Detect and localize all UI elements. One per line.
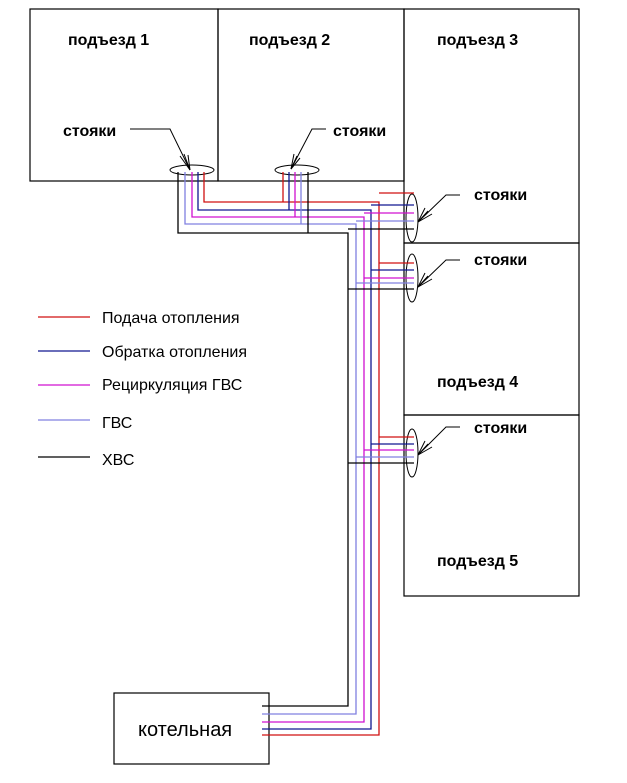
riser-bundle-2 xyxy=(274,164,320,176)
riser-leader-5 xyxy=(417,426,460,456)
riser-label-3: стояки xyxy=(474,187,527,204)
legend: Подача отопления Обратка отопления Рецир… xyxy=(38,310,247,469)
riser-label-4: стояки xyxy=(474,252,527,269)
building-2-label: подъезд 2 xyxy=(249,32,330,49)
pipe-main-dhw xyxy=(184,172,357,715)
riser-label-2: стояки xyxy=(333,123,386,140)
building-4-label: подъезд 4 xyxy=(437,374,518,391)
legend-label-supply-heating: Подача отопления xyxy=(102,310,240,327)
legend-label-return-heating: Обратка отопления xyxy=(102,344,247,361)
pipe-main-dhw-recirc xyxy=(191,172,365,723)
riser-leader-4 xyxy=(417,259,460,288)
pipe-main-supply-heating xyxy=(203,172,380,736)
building-5-label: подъезд 5 xyxy=(437,553,518,570)
riser-label-1: стояки xyxy=(63,123,116,140)
building-1-label: подъезд 1 xyxy=(68,32,149,49)
building-5-outline xyxy=(403,414,580,597)
riser-leader-2 xyxy=(290,128,326,170)
building-3-label: подъезд 3 xyxy=(437,32,518,49)
pipe-main-cold-water xyxy=(177,172,349,707)
legend-label-cold-water: ХВС xyxy=(102,452,134,469)
legend-label-dhw-recirc: Рециркуляция ГВС xyxy=(102,377,242,394)
riser-leader-3 xyxy=(417,194,460,223)
riser-bundle-3 xyxy=(405,193,419,243)
legend-label-dhw: ГВС xyxy=(102,415,132,432)
pipe-network xyxy=(177,172,414,736)
riser-leader-1 xyxy=(130,128,191,171)
pipe-main-return-heating xyxy=(197,172,372,730)
boiler-label: котельная xyxy=(138,719,232,741)
riser-bundle-5 xyxy=(405,428,419,478)
riser-label-5: стояки xyxy=(474,420,527,437)
